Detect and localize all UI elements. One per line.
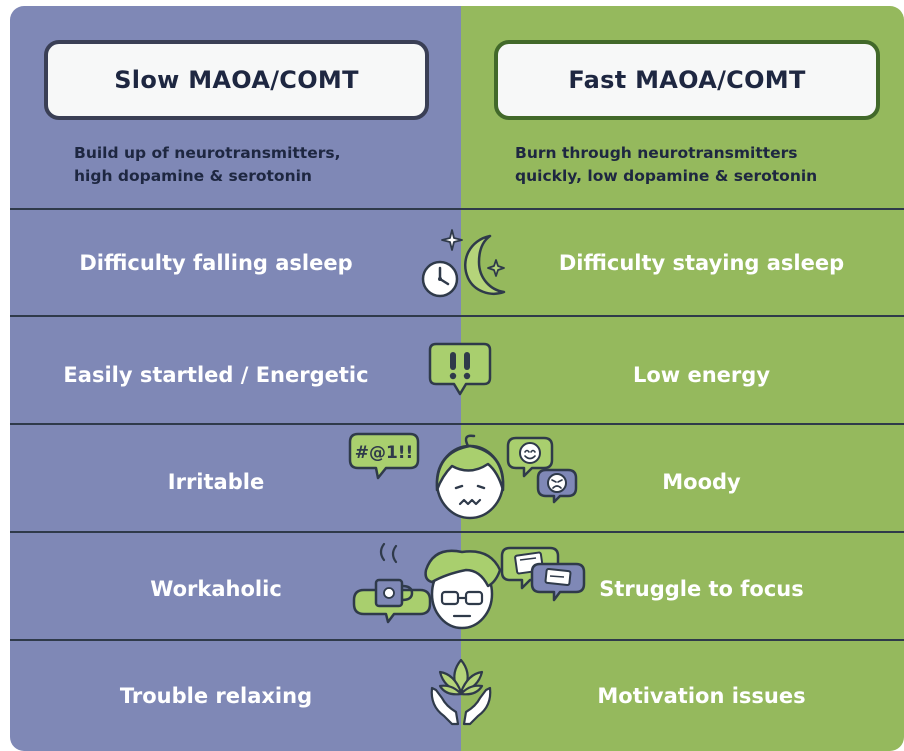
slow-description: Build up of neurotransmitters, high dopa…	[74, 142, 340, 188]
row-divider	[10, 639, 904, 641]
swear-bubble	[348, 432, 420, 480]
slow-title: Slow MAOA/COMT	[114, 66, 359, 94]
moon-clock-icon	[421, 229, 506, 298]
comparison-card: Slow MAOA/COMT Fast MAOA/COMT Build up o…	[10, 6, 904, 751]
row-divider	[10, 315, 904, 317]
slow-symptom-energy: Easily startled / Energetic	[63, 363, 369, 387]
slow-symptom-mood: Irritable	[167, 470, 265, 494]
slow-symptom-relaxing: Trouble relaxing	[119, 684, 313, 708]
fast-symptom-energy: Low energy	[632, 363, 771, 387]
distracted-worker-icon	[352, 542, 586, 630]
row-divider	[10, 423, 904, 425]
fast-description: Burn through neurotransmitters quickly, …	[515, 142, 817, 188]
fast-symptom-mood: Moody	[662, 470, 741, 494]
lotus-hands-icon	[430, 658, 492, 726]
fast-symptom-focus: Struggle to focus	[599, 577, 804, 601]
frowning-face-icon: #@1!!	[348, 432, 578, 520]
row-divider	[10, 208, 904, 210]
fast-description-line-1: Burn through neurotransmitters	[515, 144, 798, 162]
slow-symptom-sleep: Difficulty falling asleep	[79, 251, 353, 275]
row-divider	[10, 531, 904, 533]
fast-symptom-sleep: Difficulty staying asleep	[558, 251, 845, 275]
fast-maoa-comt-column	[461, 6, 904, 751]
swear-bubble-text: #@1!!	[355, 443, 414, 463]
slow-description-line-2: high dopamine & serotonin	[74, 167, 312, 185]
slow-description-line-1: Build up of neurotransmitters,	[74, 144, 341, 162]
fast-description-line-2: quickly, low dopamine & serotonin	[515, 167, 818, 185]
slow-maoa-comt-column	[10, 6, 461, 751]
fast-title: Fast MAOA/COMT	[568, 66, 806, 94]
fast-title-box: Fast MAOA/COMT	[494, 40, 880, 120]
fast-symptom-motivation: Motivation issues	[597, 684, 806, 708]
exclamation-bubble-icon	[428, 342, 492, 396]
slow-symptom-work: Workaholic	[150, 577, 282, 601]
slow-title-box: Slow MAOA/COMT	[44, 40, 429, 120]
